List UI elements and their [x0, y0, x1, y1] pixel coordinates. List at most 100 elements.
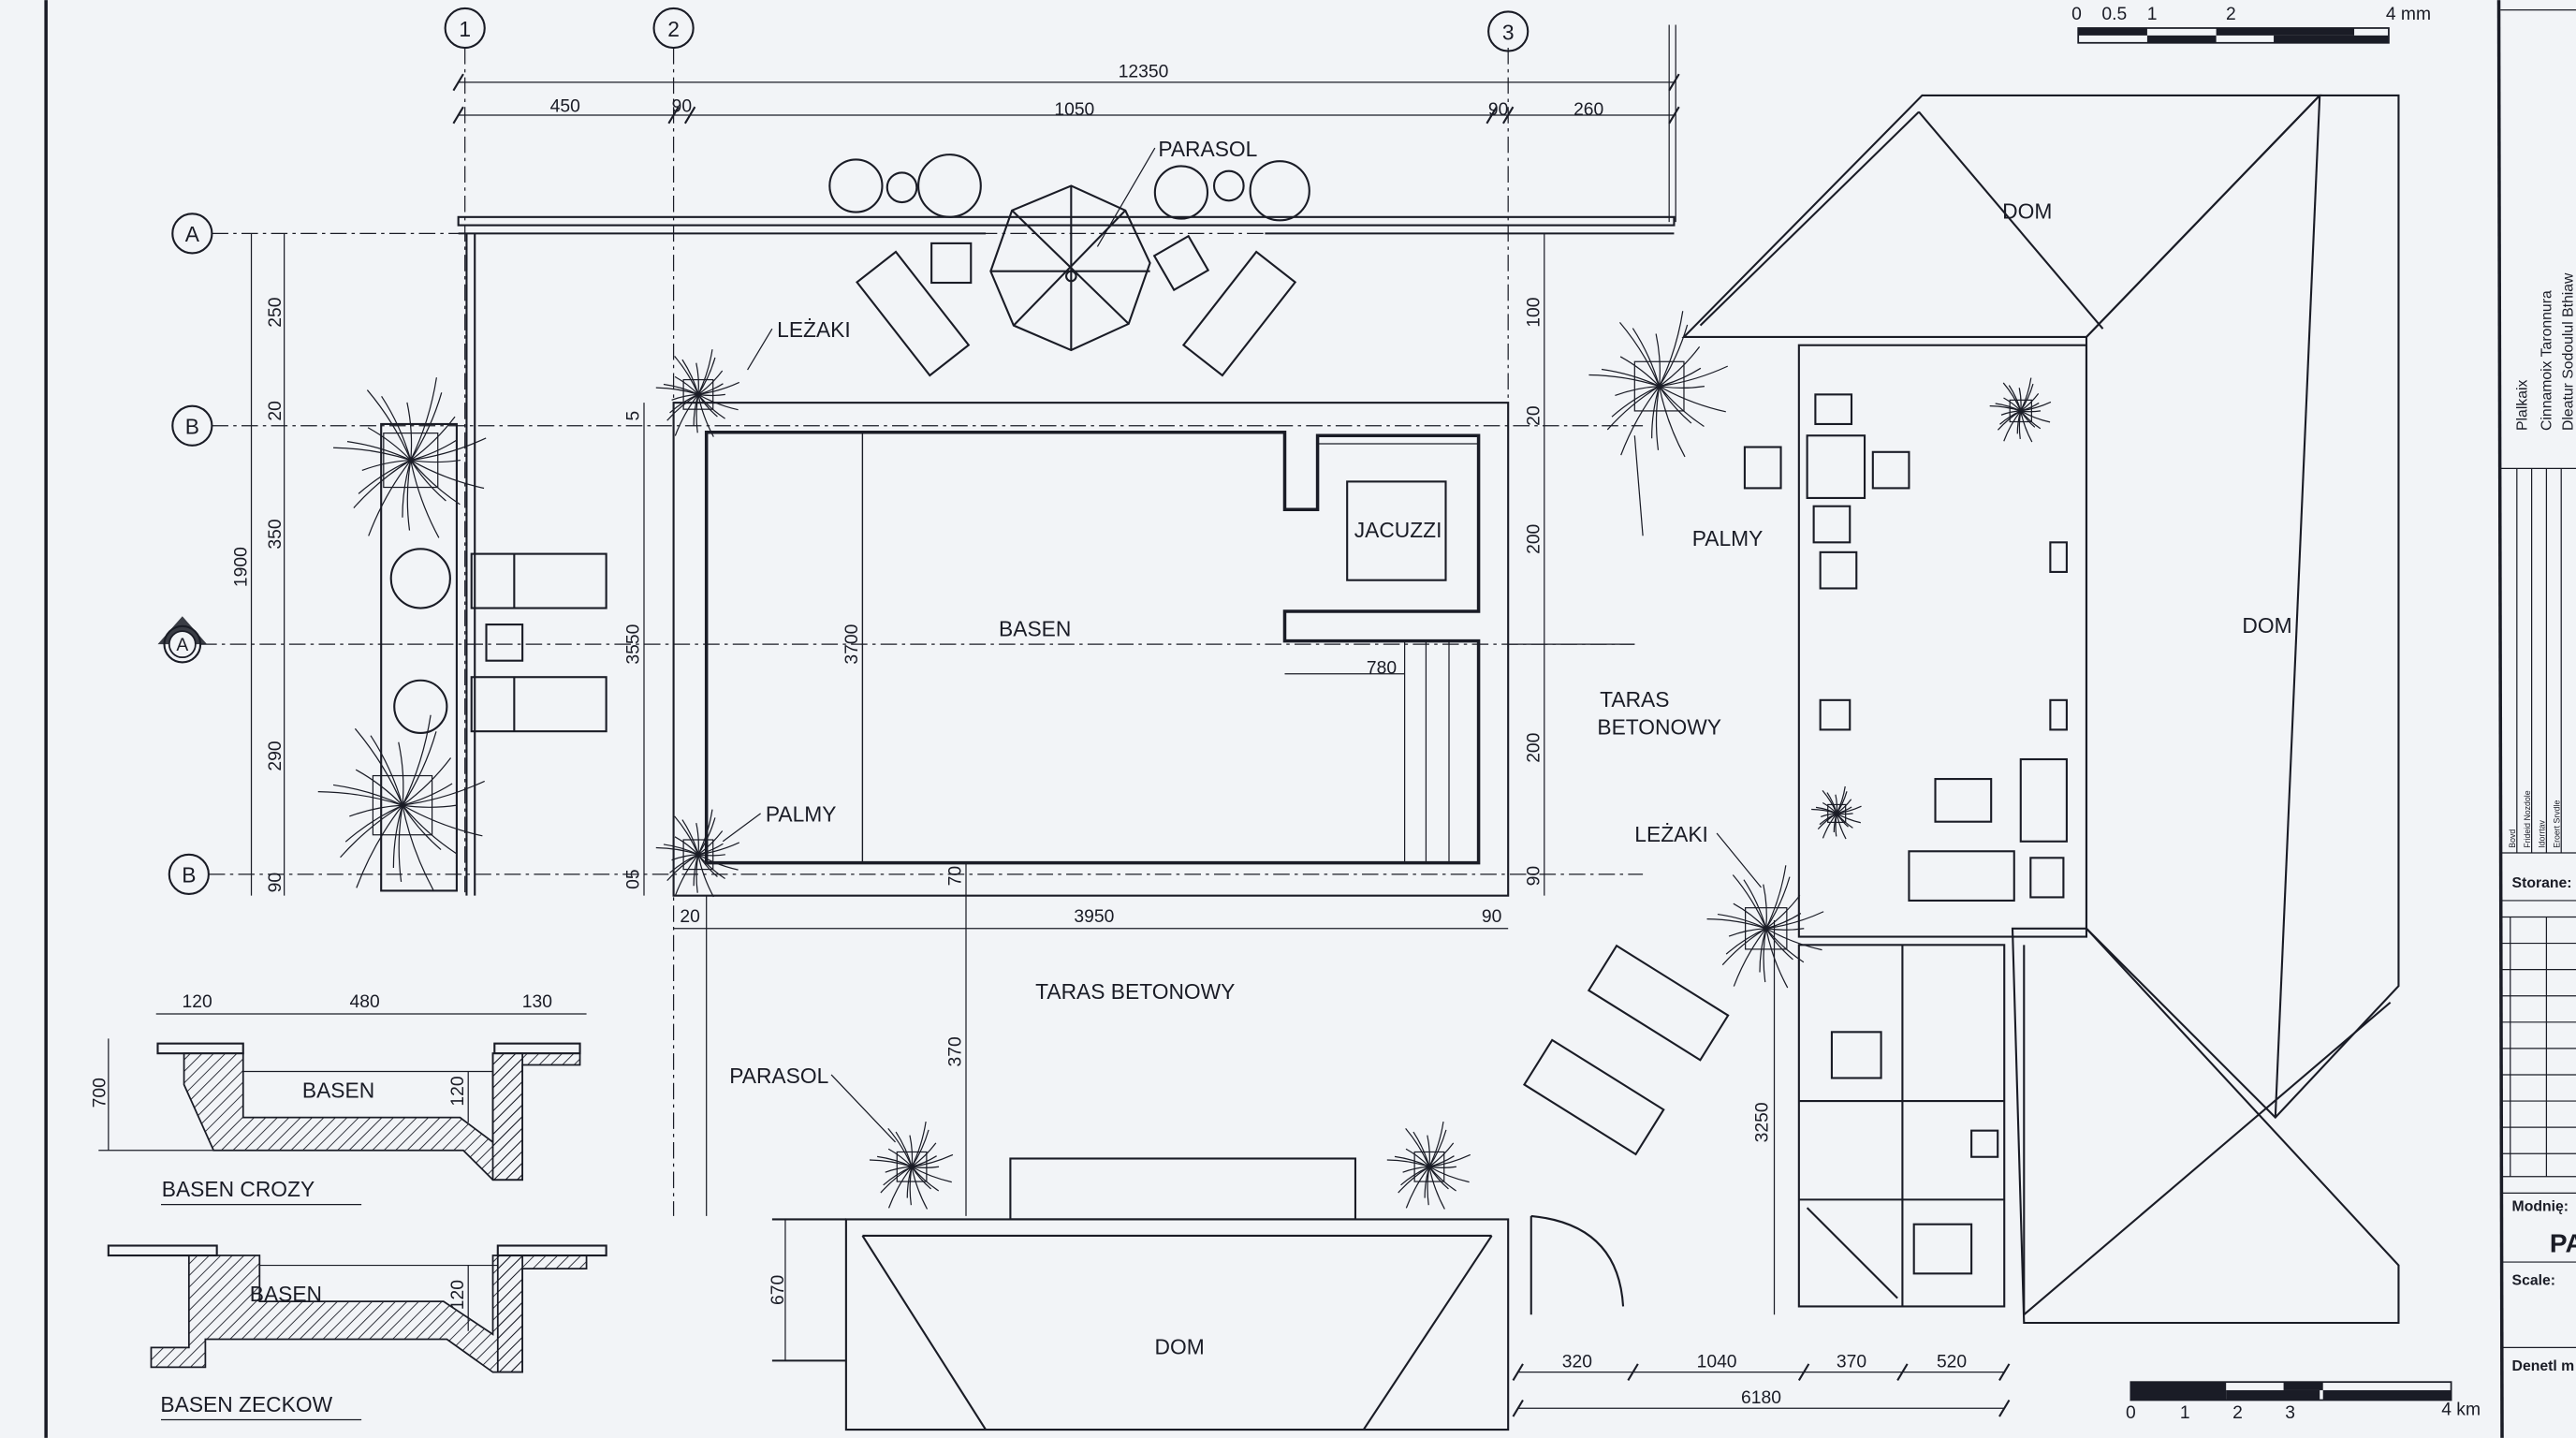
palm-frond [697, 393, 725, 419]
palm-frond [697, 854, 725, 857]
palm-frond [2020, 410, 2042, 430]
shrubs-top [828, 154, 1310, 222]
svg-text:350: 350 [266, 519, 285, 549]
palm-frond [663, 383, 699, 395]
svg-text:2: 2 [667, 17, 680, 41]
palm-frond [402, 804, 458, 808]
palm-frond [1428, 1129, 1447, 1167]
palm-frond [410, 460, 446, 502]
svg-text:90: 90 [1525, 866, 1544, 886]
palm-frond [1659, 311, 1684, 387]
palm-frond [1606, 386, 1660, 431]
svg-text:2: 2 [2232, 1403, 2243, 1423]
bottom-dimensions: 320 1040 370 520 6180 [1512, 1352, 2011, 1417]
palm-frond [911, 1153, 954, 1167]
palm-frond [887, 1166, 913, 1209]
palm-frond [1822, 813, 1837, 839]
palm-frond [674, 836, 699, 856]
palm-frond [2002, 382, 2022, 412]
pool-bottom-dimensions: 70 20 3950 90 370 [673, 862, 1509, 1216]
svg-text:Frideid Nozdole: Frideid Nozdole [2523, 790, 2532, 848]
palm-frond [346, 441, 412, 462]
palm-frond [1428, 1153, 1471, 1167]
palm-frond [2003, 410, 2022, 442]
svg-text:90: 90 [1482, 907, 1501, 927]
svg-text:Bovd: Bovd [2508, 829, 2517, 848]
palm-pot [682, 839, 714, 871]
svg-text:12350: 12350 [1119, 63, 1169, 82]
svg-text:4 km: 4 km [2441, 1400, 2481, 1419]
top-dimensions: 12350 450 90 1050 90 260 [452, 24, 1680, 223]
label-house: DOM [2242, 613, 2291, 638]
svg-text:6180: 6180 [1741, 1388, 1781, 1408]
palm-frond [356, 804, 403, 888]
palm-pot [896, 1151, 928, 1182]
palm-frond [2008, 385, 2022, 412]
palm-frond [353, 460, 412, 508]
palm-frond [1733, 928, 1767, 987]
svg-text:20: 20 [1525, 405, 1544, 425]
palm-frond [1763, 928, 1767, 983]
svg-text:260: 260 [1573, 100, 1603, 120]
palm-icon [333, 377, 487, 538]
parasol-top [989, 184, 1151, 352]
label-loungers: LEŻAKI [777, 317, 851, 342]
palm-frond [402, 804, 442, 850]
palm-frond [697, 854, 725, 880]
palm-frond [693, 854, 699, 887]
palm-frond [410, 460, 485, 490]
palm-frond [367, 427, 412, 461]
palm-frond [1836, 799, 1852, 814]
palm-frond [911, 1166, 940, 1192]
svg-text:B: B [182, 863, 196, 888]
palm-frond [1765, 928, 1822, 951]
palm-frond [2018, 388, 2022, 411]
palm-frond [1620, 386, 1661, 456]
label-palms: PALMY [1692, 526, 1764, 550]
svg-text:A: A [185, 222, 200, 246]
palm-frond [410, 460, 440, 538]
svg-text:BASEN CROZY: BASEN CROZY [162, 1177, 315, 1201]
palm-frond [885, 1166, 913, 1173]
svg-text:PA: PA [2550, 1229, 2576, 1258]
palm-frond [2000, 410, 2021, 416]
label-terrace: TARAS BETONOWY [1035, 979, 1235, 1004]
palm-frond [410, 459, 461, 463]
palm-frond [674, 356, 699, 395]
palm-frond [1659, 324, 1689, 387]
label-parasol: PARASOL [1158, 137, 1257, 161]
palm-frond [1836, 791, 1848, 814]
svg-text:0: 0 [2126, 1403, 2136, 1423]
palm-frond [1765, 876, 1791, 930]
label-terrace-2: BETONOWY [1597, 715, 1721, 740]
grid-bubble-b-lower: B [168, 853, 210, 895]
svg-text:BASEN ZECKOW: BASEN ZECKOW [160, 1392, 332, 1416]
palm-frond [697, 394, 714, 437]
grid-axes: 1 2 3 A B A B [157, 7, 1644, 1216]
palm-frond [1717, 913, 1766, 930]
leader-line [830, 1074, 896, 1143]
sun-lounger [1152, 234, 1297, 377]
palm-frond [1615, 385, 1660, 397]
svg-text:120: 120 [183, 992, 212, 1012]
svg-text:05: 05 [624, 869, 644, 888]
svg-text:Scale:: Scale: [2512, 1273, 2556, 1289]
palm-frond [697, 393, 725, 397]
svg-text:0: 0 [2071, 5, 2082, 24]
palm-frond [1836, 813, 1861, 824]
house-right [2085, 94, 2400, 1120]
palm-frond [398, 741, 404, 806]
palm-frond [406, 460, 412, 531]
leader-line [722, 813, 761, 843]
palm-icon [317, 714, 485, 890]
palm-frond [2003, 397, 2022, 412]
svg-text:780: 780 [1367, 659, 1397, 679]
palm-frond [368, 460, 412, 536]
svg-text:130: 130 [522, 992, 552, 1012]
svg-text:3: 3 [2285, 1403, 2295, 1423]
grid-bubble-a: A [171, 213, 213, 255]
svg-text:Denetl m: Denetl m [2512, 1358, 2575, 1374]
palm-frond [1405, 1127, 1430, 1167]
palm-frond [1659, 386, 1705, 427]
